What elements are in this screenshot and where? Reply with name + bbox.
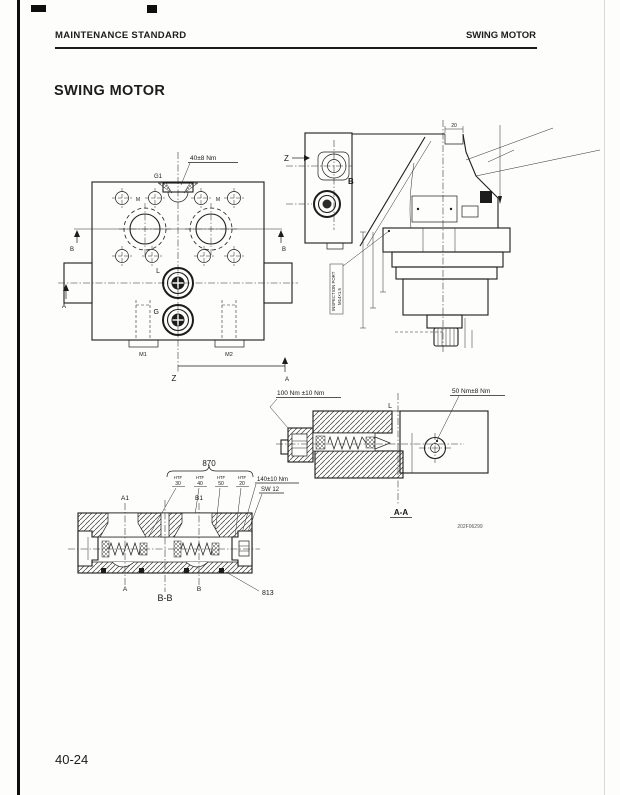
port-g-label: G [154, 309, 159, 316]
scan-blob-2 [147, 5, 157, 13]
aa-upper-block [312, 410, 393, 434]
port-g [162, 304, 194, 336]
aa-torque-port-note: 50 Nm±8 Nm [452, 388, 490, 395]
header-left-title: MAINTENANCE STANDARD [55, 30, 187, 41]
bb-b1-label: B1 [195, 495, 203, 502]
valve-housing-side [304, 132, 353, 244]
section-b-right-label: B [282, 247, 286, 253]
scan-edge-right [604, 0, 605, 795]
g1-label: G1 [154, 174, 163, 180]
section-b-left-label: B [70, 247, 74, 253]
m-label-right: M [216, 197, 220, 203]
header-right-title: SWING MOTOR [465, 30, 536, 41]
g1-port [157, 182, 199, 203]
scan-edge-left [17, 0, 20, 795]
aa-right-body [392, 410, 489, 474]
bb-wrench-note: SW 12 [261, 487, 280, 493]
aa-centerline-label: L [388, 403, 392, 410]
page-title: SWING MOTOR [54, 83, 166, 99]
top-dimension-value: 20 [451, 123, 457, 129]
inspection-note-line1: INSPECTION PORT [331, 271, 336, 311]
z-view-label: Z [284, 154, 289, 163]
aa-lower-block [314, 450, 404, 479]
bb-a1-label: A1 [121, 495, 129, 502]
section-a-left-label: A [62, 304, 66, 310]
port-l [162, 267, 194, 299]
g1-torque-note: 40±8 Nm [190, 155, 216, 162]
section-b-arrow-left [74, 230, 80, 243]
page-number: 40-24 [55, 752, 89, 767]
m2-passage [214, 300, 245, 348]
m1-passage [128, 300, 159, 348]
aa-torque-plug-note: 100 Nm ±10 Nm [277, 390, 324, 397]
htf-value-3: 50 [218, 481, 224, 487]
aa-caption: A-A [394, 508, 408, 517]
section-a-bottom-label: A [285, 377, 289, 383]
section-b-arrow-right [278, 230, 284, 243]
bb-torque-plug-note: 140±10 Nm [257, 477, 288, 483]
top-dimension [444, 126, 464, 133]
bb-right-plug [231, 530, 253, 567]
bb-b-label: B [197, 586, 201, 593]
bb-caption: B-B [157, 593, 172, 603]
bb-dim-brace [166, 464, 254, 478]
m2-label: M2 [225, 352, 233, 358]
bb-oring-marks [101, 568, 224, 573]
z-axis-label: Z [172, 374, 177, 383]
htf-label-3: HTF [217, 475, 226, 480]
htf-label-4: HTF [238, 475, 247, 480]
htf-value-1: 30 [175, 481, 181, 487]
b-port-marker: B [348, 177, 354, 186]
m-label-left: M [136, 197, 140, 203]
motor-body [382, 120, 511, 352]
aa-relief-cartridge [312, 432, 391, 452]
motor-hood [352, 133, 499, 247]
bb-part-ref: 813 [262, 590, 274, 597]
side-view: Z B [284, 120, 601, 352]
htf-value-4: 20 [239, 481, 245, 487]
htf-value-2: 40 [197, 481, 203, 487]
section-a-arrow-bottom [178, 357, 288, 372]
bb-port-b1-funnel [173, 512, 221, 538]
plan-view: G1 40±8 Nm M M L G [58, 152, 298, 383]
section-bb: 870 HTF 30 HTF 40 HTF 50 HTF 20 [68, 459, 299, 603]
htf-label-1: HTF [174, 475, 183, 480]
bb-overall-dim: 870 [202, 459, 216, 468]
inspection-port-note: INSPECTION PORT M14×1.5 [329, 229, 391, 315]
section-aa: 100 Nm ±10 Nm 50 Nm±8 Nm [269, 388, 505, 530]
header-rule [55, 47, 537, 49]
aa-hex-plug [280, 427, 314, 463]
figure-code: 202F06299 [457, 524, 483, 530]
bb-a-label: A [123, 586, 128, 593]
htf-label-2: HTF [196, 475, 205, 480]
m1-label: M1 [139, 352, 147, 358]
upper-right-leaders [465, 125, 601, 204]
side-dimension-lines [360, 231, 473, 348]
face-ports [411, 191, 492, 223]
port-l-label: L [156, 268, 160, 275]
bb-port-a1-funnel [99, 512, 147, 538]
section-a-arrow-left [63, 284, 69, 299]
scan-blob-1 [31, 5, 46, 12]
inspection-note-line2: M14×1.5 [337, 288, 342, 305]
